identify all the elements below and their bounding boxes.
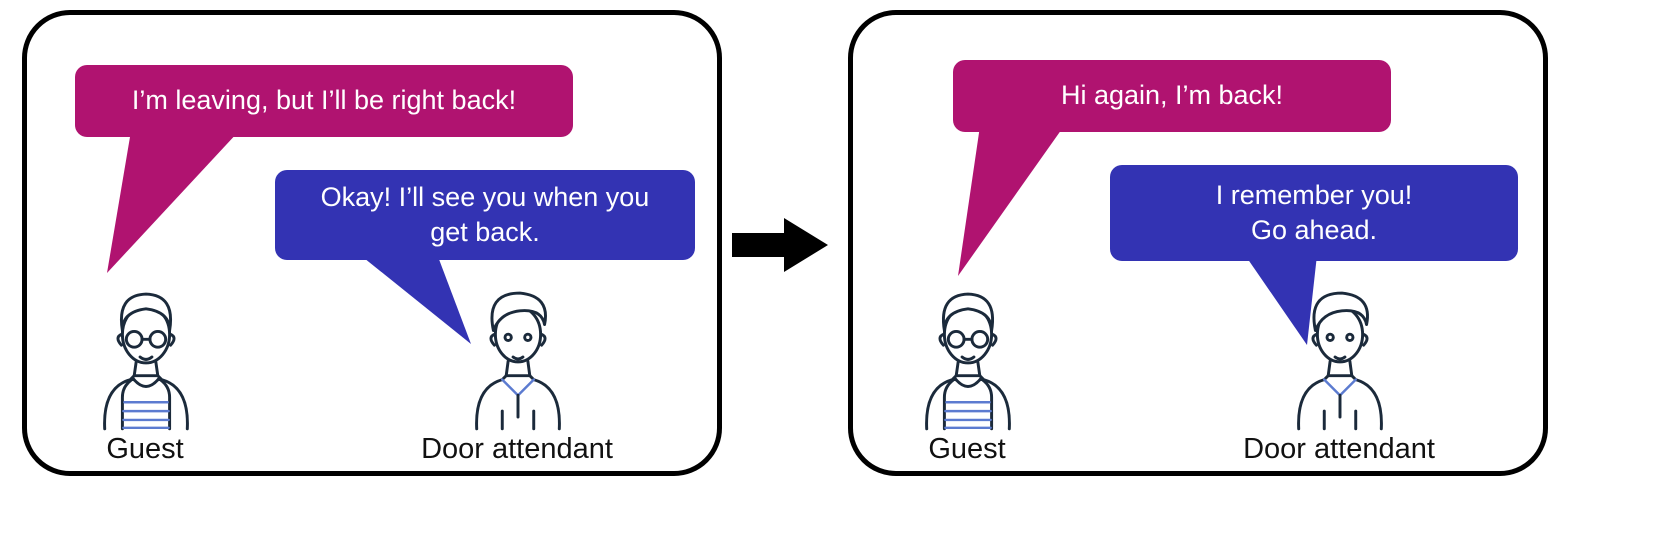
- guest-person-icon: [103, 292, 189, 431]
- guest-bubble-tail: [107, 131, 239, 273]
- guest-person-icon: [925, 292, 1011, 431]
- guest-label: Guest: [106, 433, 184, 465]
- door-attendant-avatar: [1281, 283, 1399, 431]
- guest-avatar: [909, 283, 1027, 431]
- guest-bubble-tail: [958, 126, 1064, 276]
- door-attendant-person-icon: [1297, 291, 1383, 431]
- panel-after: Hi again, I’m back! I remember you! Go a…: [848, 10, 1548, 476]
- panel-before: I’m leaving, but I’ll be right back! Oka…: [22, 10, 722, 476]
- guest-speech-bubble: Hi again, I’m back!: [953, 60, 1391, 132]
- attendant-bubble-tail: [1245, 255, 1317, 345]
- guest-speech-bubble: I’m leaving, but I’ll be right back!: [75, 65, 573, 137]
- door-attendant-person-icon: [475, 291, 561, 431]
- guest-avatar: [87, 283, 205, 431]
- door-attendant-label: Door attendant: [421, 433, 613, 465]
- attendant-speech-bubble: Okay! I’ll see you when you get back.: [275, 170, 695, 260]
- attendant-speech-bubble: I remember you! Go ahead.: [1110, 165, 1518, 261]
- guest-label: Guest: [928, 433, 1006, 465]
- door-attendant-label: Door attendant: [1243, 433, 1435, 465]
- door-attendant-avatar: [459, 283, 577, 431]
- arrow-icon: [732, 218, 828, 272]
- attendant-bubble-tail: [359, 254, 471, 344]
